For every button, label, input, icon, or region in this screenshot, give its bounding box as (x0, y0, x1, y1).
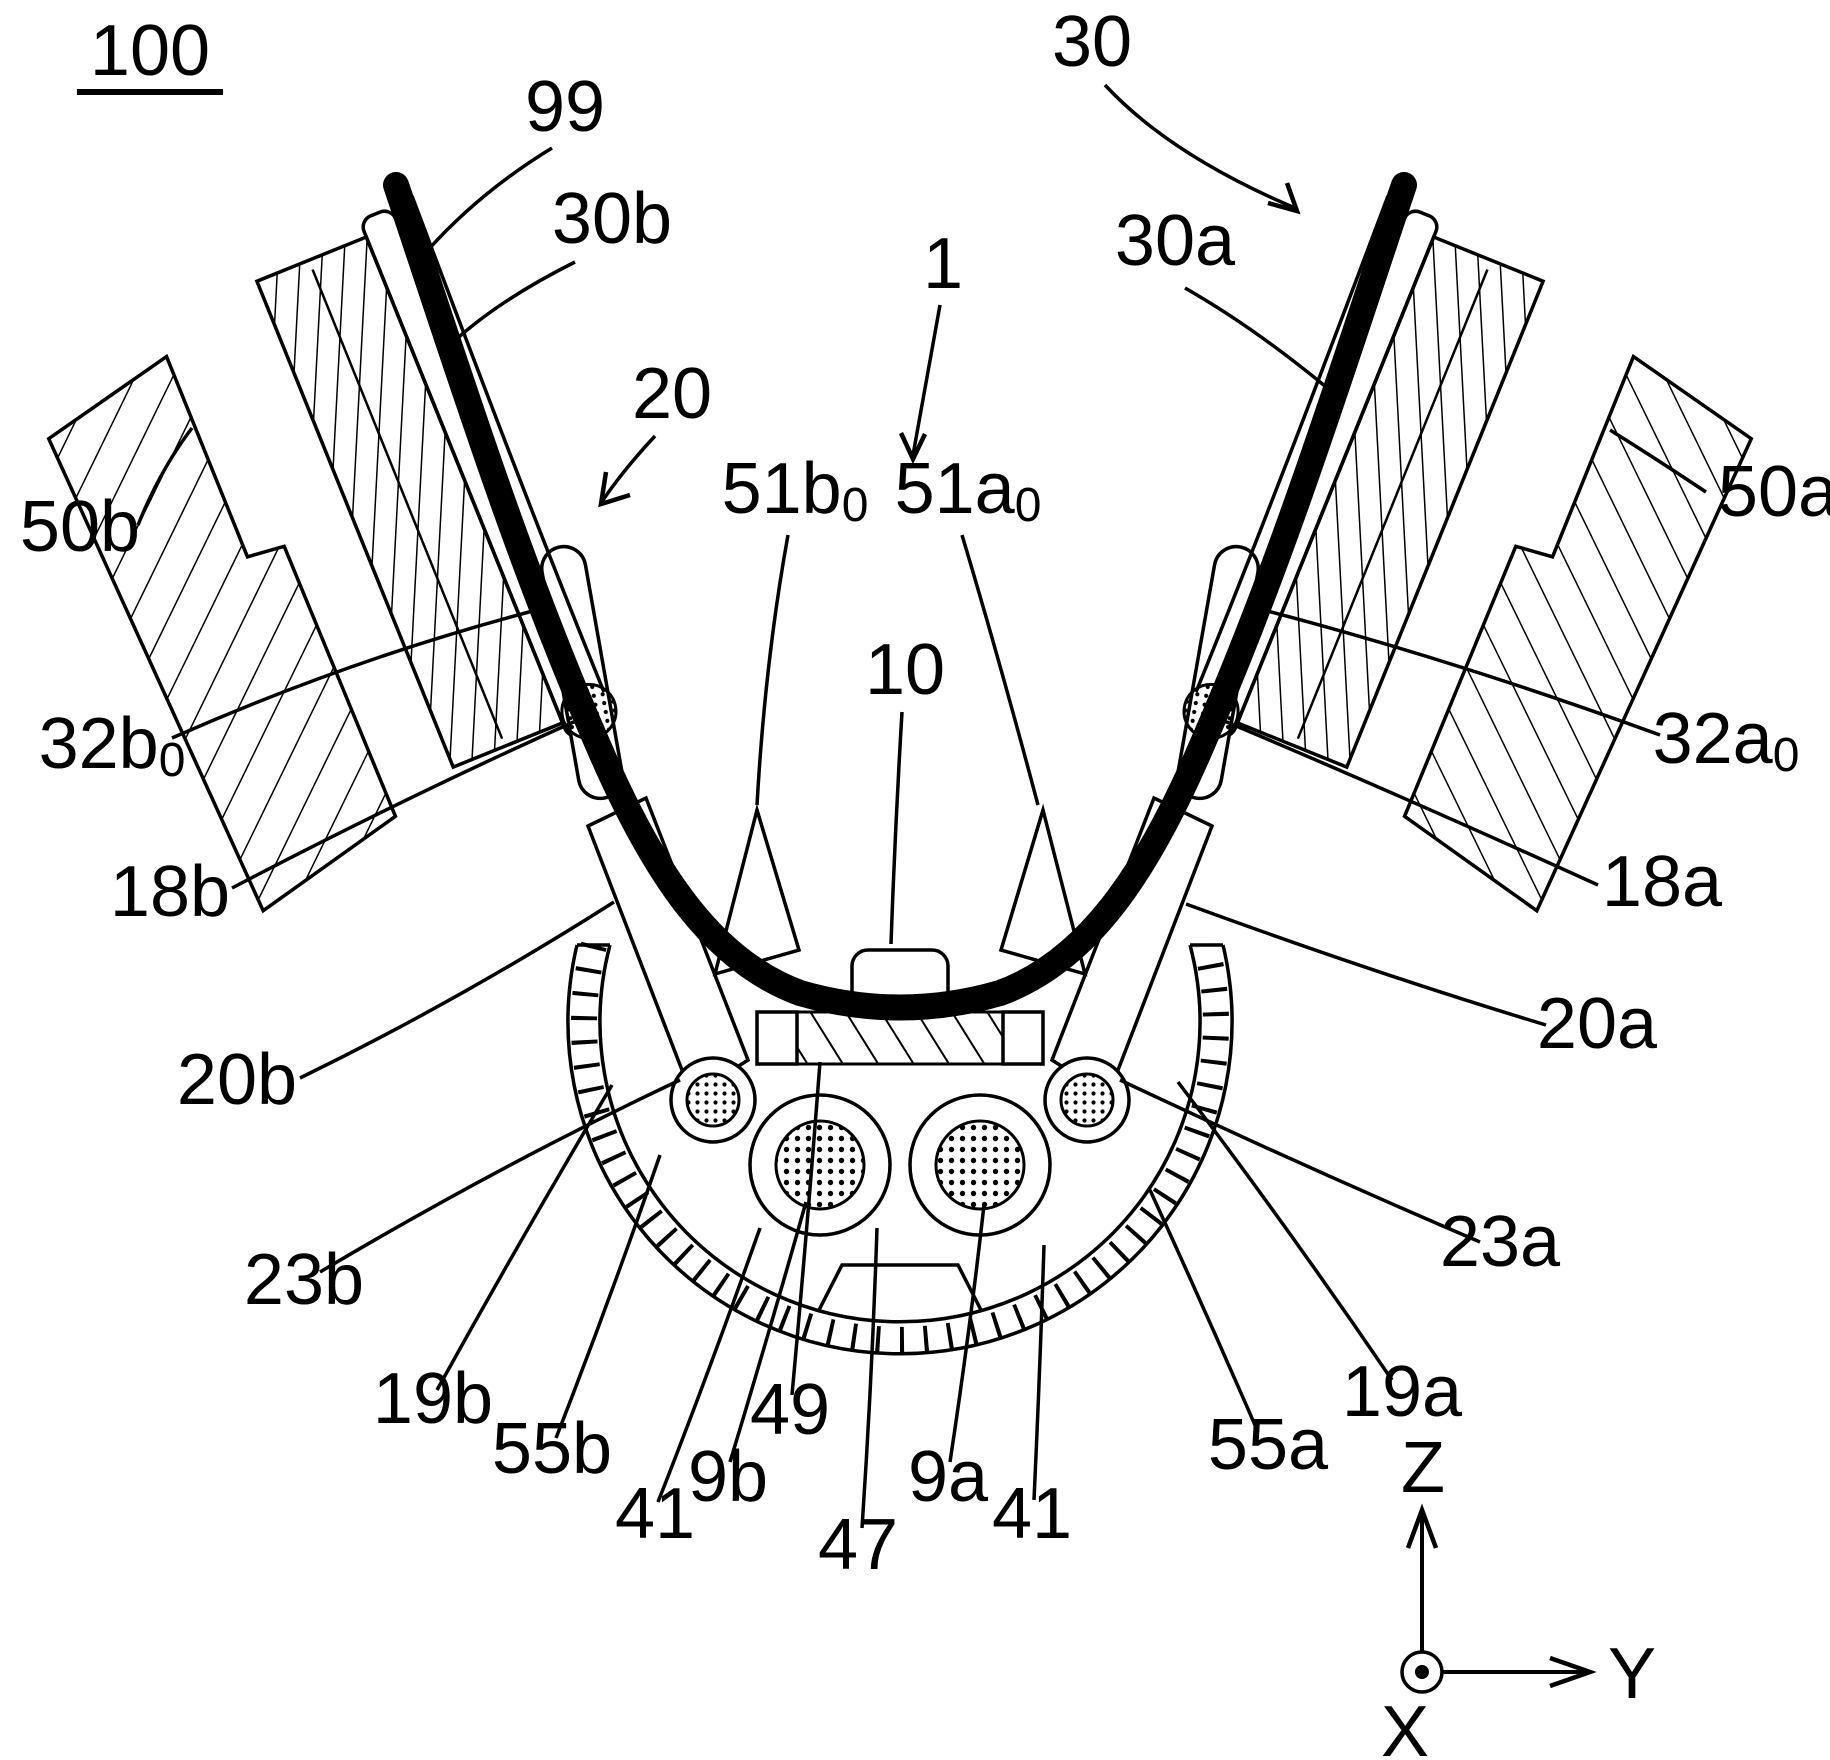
arrow-30 (1105, 85, 1295, 208)
leader-41-right (1034, 1245, 1044, 1500)
leader-55a (1150, 1190, 1258, 1432)
leader-30b (448, 262, 575, 347)
ref-label-30: 30 (1052, 2, 1132, 82)
bowl-bottom-notch (818, 1265, 982, 1312)
ref-label-9a: 9a (908, 1437, 989, 1517)
ref-label-20a: 20a (1537, 984, 1658, 1064)
leader-19b (437, 1085, 612, 1390)
ref-label-51b0: 51b0 (722, 449, 869, 532)
arrow-1 (913, 305, 940, 455)
band-99 (396, 185, 1404, 1008)
leader-20a (1186, 904, 1546, 1025)
roller-core-9b (776, 1121, 864, 1209)
ref-label-32a0: 32a0 (1653, 699, 1800, 782)
arrow-20 (603, 436, 655, 500)
axis-indicator (1402, 1510, 1590, 1692)
leader-30a (1185, 288, 1344, 402)
ref-label-19b: 19b (373, 1359, 493, 1439)
roller-right (910, 1095, 1050, 1235)
ref-label-axis-z: Z (1401, 1428, 1445, 1508)
ref-label-10: 10 (865, 630, 945, 710)
leader-51a0 (962, 535, 1038, 805)
leader-23a (1120, 1080, 1480, 1242)
ref-label-32b0: 32b0 (39, 704, 186, 787)
leader-19a (1178, 1082, 1392, 1380)
boss-right (1045, 1058, 1129, 1142)
ref-label-41-right: 41 (992, 1474, 1072, 1554)
leader-9a (950, 1205, 984, 1462)
ref-label-20: 20 (632, 354, 712, 434)
ref-label-51a0: 51a0 (895, 449, 1042, 532)
pin-23b (687, 1074, 739, 1126)
ref-label-50a: 50a (1718, 452, 1830, 532)
roller-core-9a (936, 1121, 1024, 1209)
leader-51b0 (757, 535, 788, 805)
ref-label-30a: 30a (1115, 201, 1236, 281)
ref-label-49: 49 (750, 1370, 830, 1450)
ref-label-55b: 55b (492, 1409, 612, 1489)
ref-label-50b: 50b (20, 487, 140, 567)
axis-x-dot-icon (1415, 1665, 1429, 1679)
ref-label-1: 1 (923, 224, 963, 304)
roller-left (750, 1095, 890, 1235)
ref-label-47: 47 (818, 1505, 898, 1585)
leader-99 (428, 148, 552, 250)
boss-left (671, 1058, 755, 1142)
ref-label-18a: 18a (1602, 842, 1723, 922)
ref-label-23a: 23a (1440, 1202, 1561, 1282)
ref-label-99: 99 (525, 67, 605, 147)
ref-label-55a: 55a (1208, 1405, 1329, 1485)
ref-label-fig-number: 100 (90, 11, 210, 91)
ref-label-20b: 20b (177, 1040, 297, 1120)
ref-label-30b: 30b (552, 179, 672, 259)
leader-55b (556, 1155, 660, 1438)
leader-10 (891, 712, 902, 944)
leader-20b (300, 902, 614, 1078)
ref-label-23b: 23b (244, 1240, 364, 1320)
ref-label-axis-x: X (1381, 1692, 1429, 1760)
pin-23a (1061, 1074, 1113, 1126)
cross-bar-end-left (757, 1012, 797, 1064)
cross-bar-end-right (1003, 1012, 1043, 1064)
leader-47 (862, 1228, 877, 1528)
leader-23b (320, 1080, 680, 1272)
ref-label-41-left: 41 (615, 1474, 695, 1554)
ref-label-18b: 18b (110, 852, 230, 932)
ref-label-19a: 19a (1342, 1352, 1463, 1432)
ref-label-axis-y: Y (1608, 1634, 1656, 1714)
